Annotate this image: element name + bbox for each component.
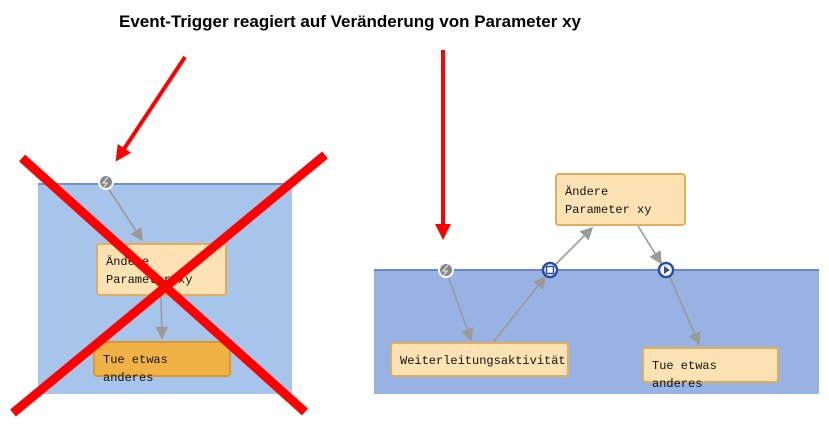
connector <box>637 225 662 265</box>
connector <box>669 276 701 346</box>
play-icon <box>657 261 675 279</box>
connectors <box>107 187 701 346</box>
activity-change-parameter-right[interactable]: Ändere Parameter xy <box>555 173 686 226</box>
event-trigger-icon <box>438 262 454 278</box>
connector <box>447 275 474 342</box>
activity-do-something-else-right[interactable]: Tue etwas anderes <box>642 347 779 391</box>
stop-square-icon <box>541 261 559 279</box>
connector <box>493 275 546 342</box>
activity-do-something-else-left[interactable]: Tue etwas anderes <box>93 341 231 385</box>
title: Event-Trigger reagiert auf Veränderung v… <box>119 12 581 31</box>
red-arrow <box>115 55 187 162</box>
cross-out-mark <box>10 151 328 417</box>
connector <box>107 187 143 242</box>
activity-forwarding[interactable]: Weiterleitungsaktivität <box>390 342 569 377</box>
event-trigger-icon <box>98 174 114 190</box>
connector <box>555 226 594 265</box>
red-arrows <box>115 50 451 240</box>
connector <box>155 295 169 340</box>
